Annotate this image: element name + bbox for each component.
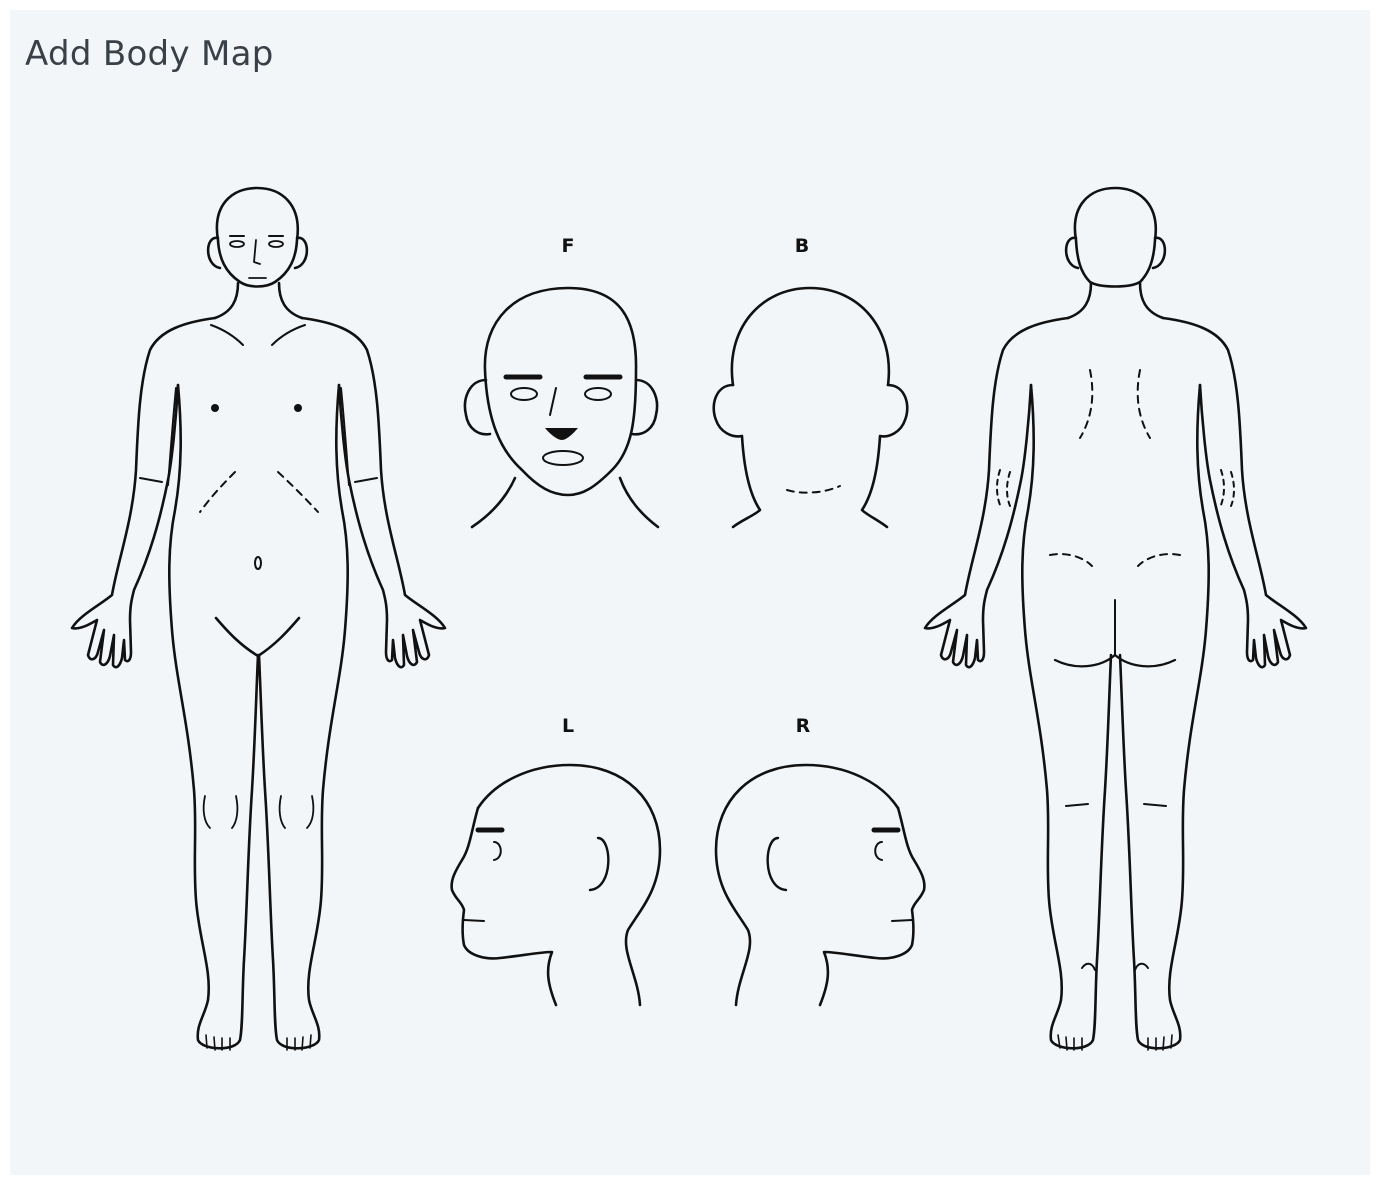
body-back-figure[interactable] bbox=[925, 188, 1306, 1050]
head-right-figure[interactable] bbox=[716, 765, 924, 1005]
back-head-label: B bbox=[795, 235, 809, 257]
head-back-figure[interactable] bbox=[714, 288, 908, 527]
head-front-figure[interactable] bbox=[465, 288, 658, 527]
body-front-figure[interactable] bbox=[72, 188, 445, 1050]
left-head-label: L bbox=[562, 715, 574, 737]
right-head-label: R bbox=[796, 715, 811, 737]
head-left-figure[interactable] bbox=[452, 765, 660, 1005]
front-head-label: F bbox=[562, 235, 575, 257]
